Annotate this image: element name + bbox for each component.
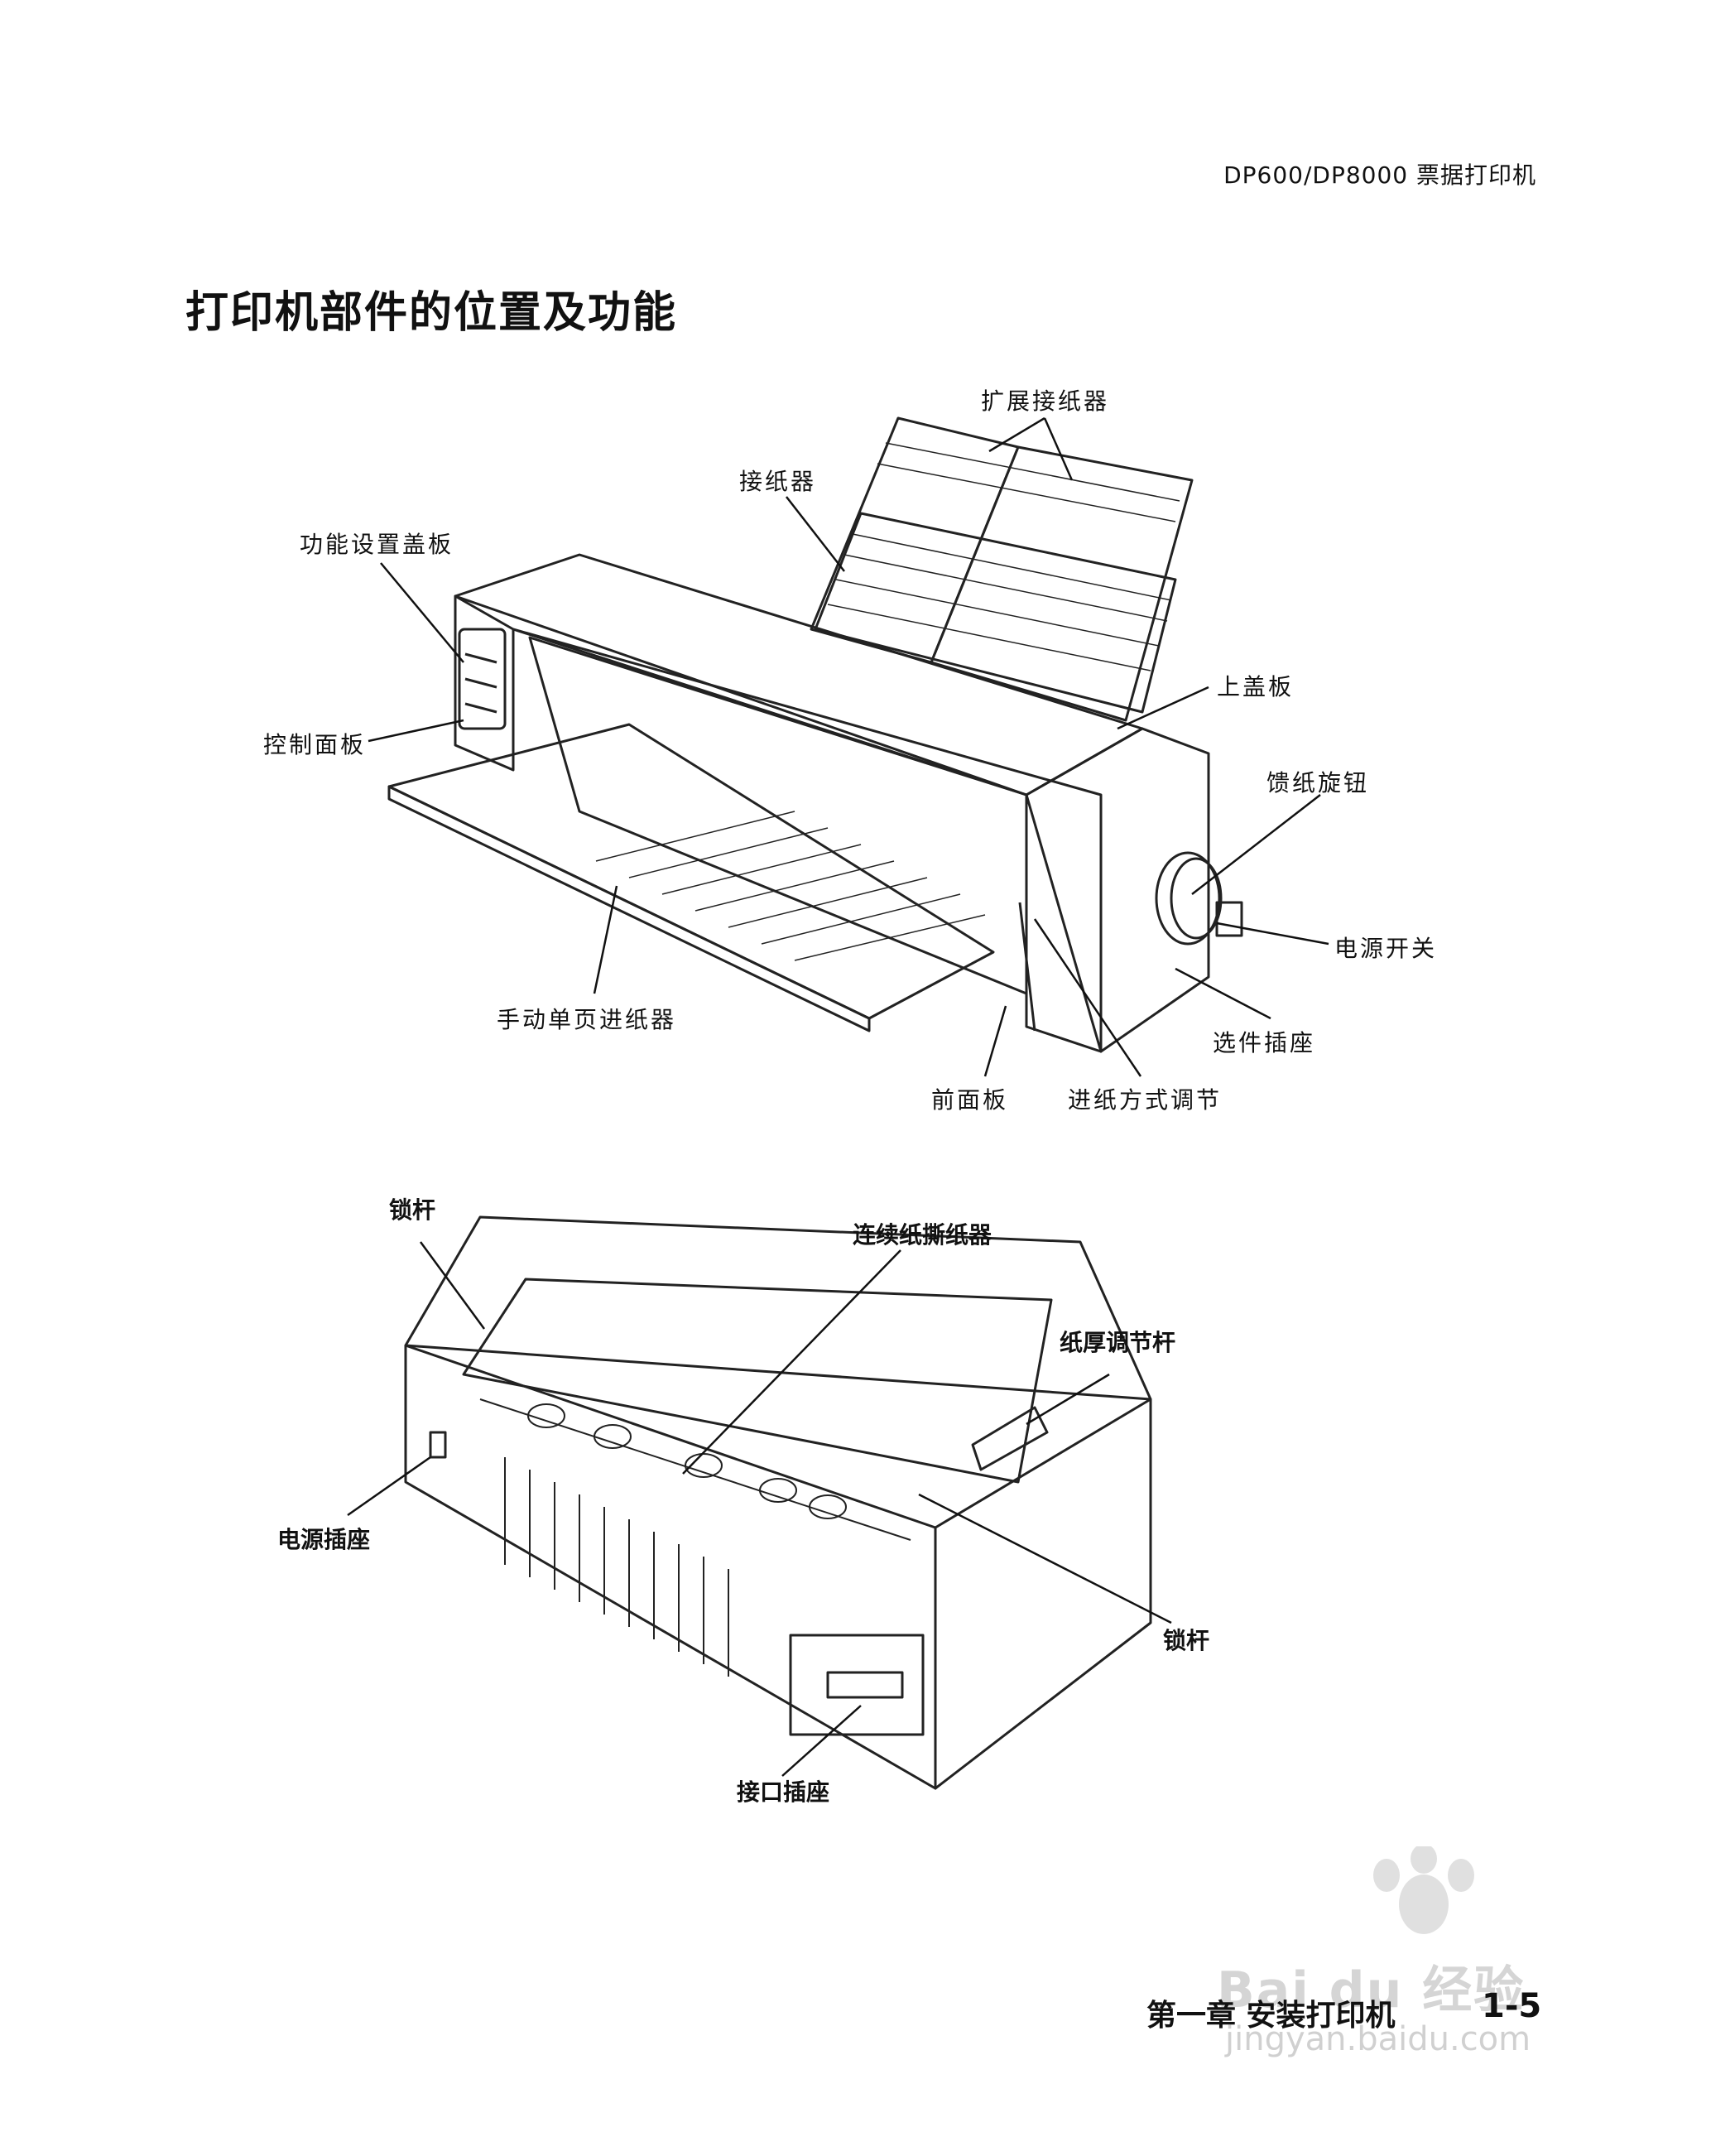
label-manual-feeder: 手动单页进纸器 bbox=[497, 1006, 677, 1033]
label-top-cover: 上盖板 bbox=[1217, 673, 1295, 700]
page-number: 1-5 bbox=[1482, 1987, 1542, 2025]
label-power-socket: 电源插座 bbox=[277, 1526, 371, 1553]
watermark-url: jingyan.baidu.com bbox=[1225, 2020, 1531, 2058]
label-paper-catcher: 接纸器 bbox=[739, 468, 817, 495]
label-expand-paper-catcher: 扩展接纸器 bbox=[981, 387, 1110, 415]
label-feed-mode: 进纸方式调节 bbox=[1068, 1086, 1223, 1114]
label-front-panel: 前面板 bbox=[931, 1086, 1009, 1114]
paw-logo-icon bbox=[1373, 1846, 1474, 1934]
label-lock-lever-right: 锁杆 bbox=[1163, 1627, 1210, 1654]
page-title: 打印机部件的位置及功能 bbox=[185, 288, 678, 338]
label-interface-socket: 接口插座 bbox=[737, 1778, 830, 1806]
label-feed-knob: 馈纸旋钮 bbox=[1266, 769, 1370, 796]
label-option-socket: 选件插座 bbox=[1213, 1029, 1316, 1056]
label-power-switch: 电源开关 bbox=[1334, 935, 1438, 962]
label-function-cover: 功能设置盖板 bbox=[300, 531, 454, 558]
label-lock-lever-top: 锁杆 bbox=[389, 1196, 436, 1224]
page-header: DP600/DP8000 票据打印机 bbox=[1223, 161, 1536, 189]
watermark-brand: Bai du 经验 bbox=[1217, 1961, 1526, 2019]
label-tear-off: 连续纸撕纸器 bbox=[853, 1221, 992, 1249]
label-control-panel: 控制面板 bbox=[263, 731, 367, 758]
label-thickness-lever: 纸厚调节杆 bbox=[1060, 1329, 1176, 1356]
chapter-footer: 第一章 安装打印机 bbox=[1146, 1999, 1396, 2033]
